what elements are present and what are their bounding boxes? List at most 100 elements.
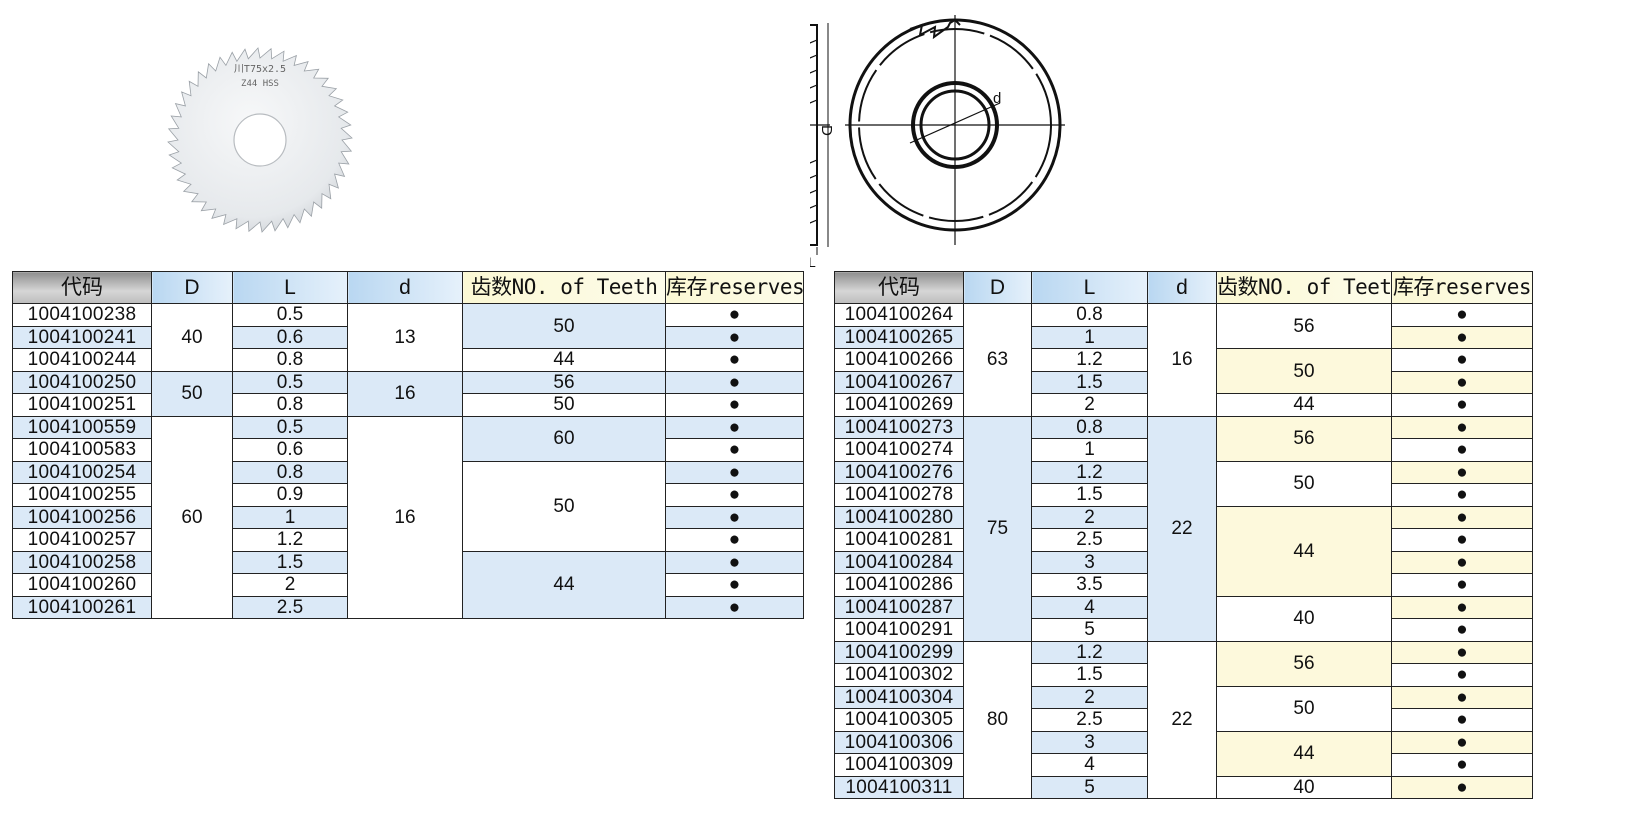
stock-dot: ● (1391, 708, 1533, 732)
technical-drawing: D L d (780, 15, 1120, 270)
cell-L: 2 (232, 573, 348, 597)
cell-code: 1004100244 (12, 348, 152, 372)
cell-L: 1.5 (1031, 663, 1148, 687)
stock-dot: ● (665, 573, 804, 597)
header-L: L (232, 271, 348, 304)
stock-dot: ● (665, 595, 804, 619)
label-L: L (810, 254, 816, 270)
cell-code: 1004100291 (834, 618, 964, 642)
stock-dot: ● (665, 348, 804, 372)
header-code: 代码 (834, 271, 964, 304)
cell-code: 1004100559 (12, 415, 152, 439)
stock-dot: ● (1391, 348, 1533, 372)
cell-code: 1004100250 (12, 370, 152, 394)
stock-dot: ● (665, 528, 804, 552)
stock-dot: ● (1391, 460, 1533, 484)
cell-code: 1004100264 (834, 303, 964, 327)
cell-d: 22 (1147, 640, 1217, 799)
cell-code: 1004100305 (834, 708, 964, 732)
cell-D: 40 (151, 303, 233, 372)
cell-code: 1004100306 (834, 730, 964, 754)
cell-teeth: 50 (1216, 348, 1392, 394)
cell-L: 1.5 (232, 550, 348, 574)
cell-L: 5 (1031, 618, 1148, 642)
cell-L: 1 (232, 505, 348, 529)
cell-D: 50 (151, 370, 233, 417)
cell-code: 1004100266 (834, 348, 964, 372)
label-d: d (993, 90, 1001, 107)
cell-code: 1004100261 (12, 595, 152, 619)
cell-L: 1.5 (1031, 370, 1148, 394)
table-row: 1004100291 5 ● (834, 618, 1533, 642)
cell-code: 1004100251 (12, 393, 152, 417)
stock-dot: ● (1391, 483, 1533, 507)
cell-code: 1004100273 (834, 415, 964, 439)
cell-L: 0.8 (232, 348, 348, 372)
cell-code: 1004100258 (12, 550, 152, 574)
cell-L: 2.5 (1031, 528, 1148, 552)
cell-code: 1004100265 (834, 325, 964, 349)
cell-teeth: 40 (1216, 775, 1392, 799)
stock-dot: ● (1391, 325, 1533, 349)
cell-code: 1004100286 (834, 573, 964, 597)
stock-dot: ● (1391, 618, 1533, 642)
stock-dot: ● (665, 393, 804, 417)
cell-code: 1004100238 (12, 303, 152, 327)
header-D: D (151, 271, 233, 304)
table-row: 1004100266 1.2 50● (834, 348, 1533, 394)
cell-teeth: 50 (462, 393, 666, 417)
cell-L: 1.5 (1031, 483, 1148, 507)
cell-teeth: 50 (462, 303, 666, 349)
cell-L: 0.6 (232, 325, 348, 349)
cell-code: 1004100280 (834, 505, 964, 529)
cell-L: 0.5 (232, 415, 348, 439)
cell-code: 1004100299 (834, 640, 964, 664)
cell-code: 1004100278 (834, 483, 964, 507)
cell-L: 1 (1031, 438, 1148, 462)
cell-code: 1004100287 (834, 595, 964, 619)
cell-L: 0.8 (1031, 303, 1148, 327)
stock-dot: ● (665, 303, 804, 327)
cell-teeth: 60 (462, 415, 666, 462)
cell-L: 0.5 (232, 370, 348, 394)
cell-L: 3 (1031, 550, 1148, 574)
header-d: d (1147, 271, 1217, 304)
cell-code: 1004100583 (12, 438, 152, 462)
table-header-row: 代码 D L d 齿数NO. of Teeth 库存reserves (12, 271, 804, 304)
cell-code: 1004100276 (834, 460, 964, 484)
cell-code: 1004100256 (12, 505, 152, 529)
cell-d: 16 (347, 370, 463, 417)
stock-dot: ● (1391, 685, 1533, 709)
cell-L: 3.5 (1031, 573, 1148, 597)
header-reserves: 库存reserves (665, 271, 804, 304)
cell-code: 1004100269 (834, 393, 964, 417)
stock-dot: ● (665, 483, 804, 507)
cell-D: 75 (963, 415, 1032, 642)
saw-blade-image: 川T75x2.5 Z44 HSS (167, 47, 353, 233)
cell-d: 22 (1147, 415, 1217, 642)
cell-code: 1004100311 (834, 775, 964, 799)
stock-dot: ● (1391, 303, 1533, 327)
cell-L: 3 (1031, 730, 1148, 754)
stock-dot: ● (1391, 663, 1533, 687)
header-D: D (963, 271, 1032, 304)
cell-L: 1.2 (1031, 348, 1148, 372)
cell-L: 2 (1031, 685, 1148, 709)
header-d: d (347, 271, 463, 304)
cell-d: 16 (1147, 303, 1217, 417)
cell-code: 1004100274 (834, 438, 964, 462)
cell-teeth: 44 (462, 550, 666, 619)
